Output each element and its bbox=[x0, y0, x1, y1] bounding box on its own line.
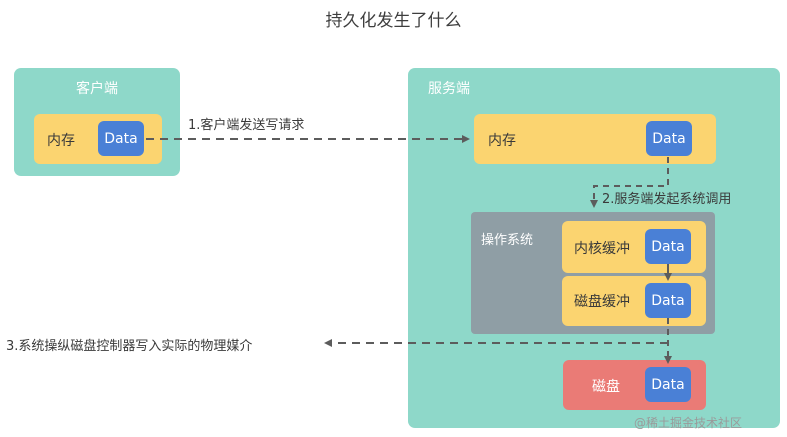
disk-buffer-label: 磁盘缓冲 bbox=[574, 294, 630, 310]
kernel-buffer-label: 内核缓冲 bbox=[574, 241, 630, 257]
step2-label: 2.服务端发起系统调用 bbox=[602, 192, 732, 207]
client-memory-label: 内存 bbox=[47, 133, 75, 149]
kernel-buffer-data-block: Data bbox=[645, 229, 691, 264]
server-memory-label: 内存 bbox=[488, 133, 516, 149]
watermark: @稀土掘金技术社区 bbox=[634, 416, 743, 430]
diagram-title: 持久化发生了什么 bbox=[325, 11, 462, 31]
os-label: 操作系统 bbox=[481, 233, 534, 248]
client-label: 客户端 bbox=[76, 81, 118, 97]
disk-buffer-data-block: Data bbox=[645, 283, 691, 318]
disk-label: 磁盘 bbox=[592, 379, 620, 395]
step3-label: 3.系统操纵磁盘控制器写入实际的物理媒介 bbox=[6, 339, 253, 354]
step1-label: 1.客户端发送写请求 bbox=[188, 118, 305, 133]
disk-data-block: Data bbox=[645, 367, 691, 402]
arrow-step2 bbox=[590, 157, 669, 208]
server-label: 服务端 bbox=[428, 81, 470, 97]
client-data-block: Data bbox=[98, 121, 144, 156]
server-memory-data-block: Data bbox=[646, 121, 692, 156]
